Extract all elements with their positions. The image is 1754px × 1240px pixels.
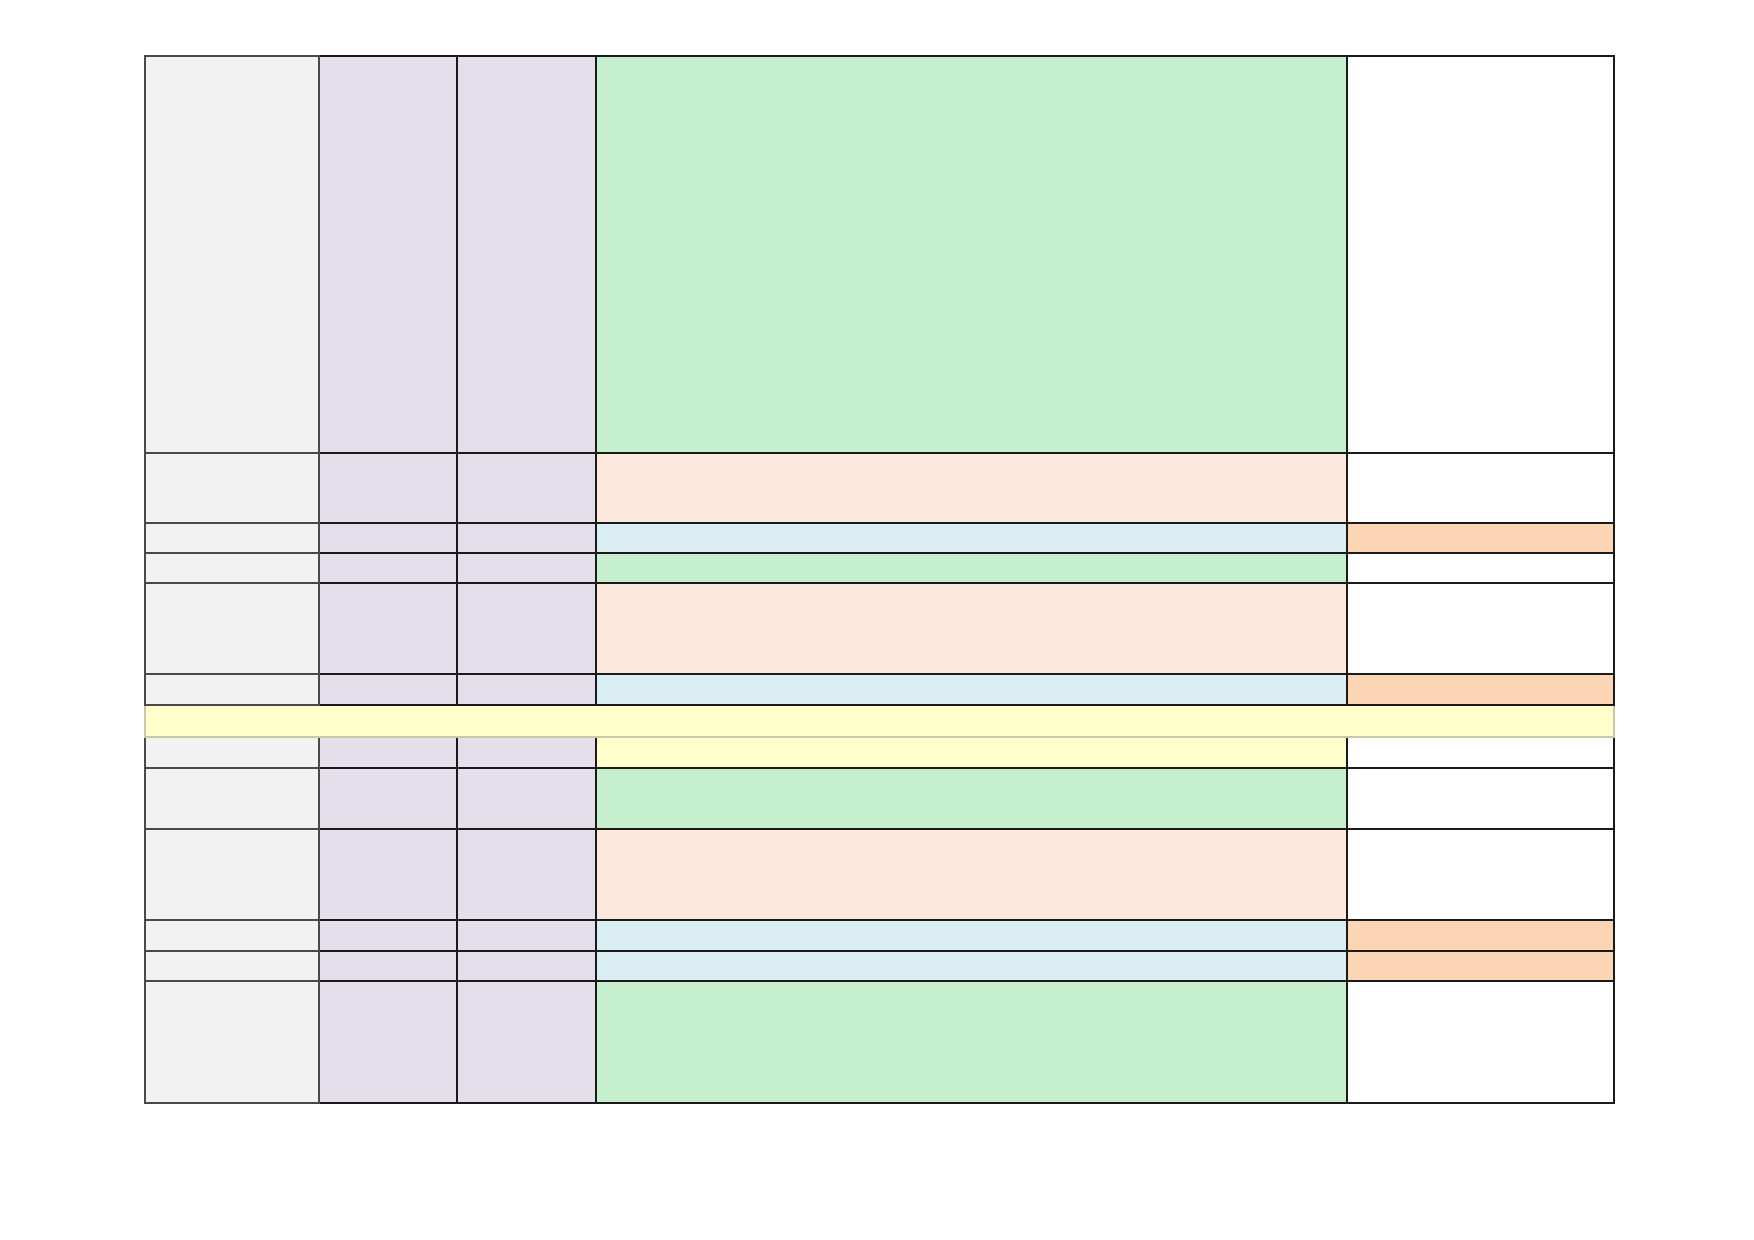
section-cell[interactable]	[144, 704, 1615, 738]
table-cell-col-1[interactable]	[144, 582, 320, 675]
table-cell-col-4[interactable]	[595, 950, 1348, 982]
table-cell-col-3[interactable]	[456, 980, 597, 1104]
table-cell-col-1[interactable]	[144, 55, 320, 454]
table-row	[144, 980, 1615, 1104]
table-cell-col-5[interactable]	[1346, 736, 1615, 769]
table-cell-col-1[interactable]	[144, 452, 320, 524]
table-row	[144, 55, 1615, 454]
table-cell-col-2[interactable]	[318, 919, 458, 952]
table-cell-col-1[interactable]	[144, 522, 320, 554]
table-cell-col-4[interactable]	[595, 55, 1348, 454]
spreadsheet-table	[144, 55, 1615, 1104]
table-cell-col-5[interactable]	[1346, 919, 1615, 952]
table-cell-col-1[interactable]	[144, 828, 320, 921]
table-cell-col-3[interactable]	[456, 55, 597, 454]
table-row	[144, 736, 1615, 769]
table-cell-col-5[interactable]	[1346, 552, 1615, 584]
table-cell-col-4[interactable]	[595, 582, 1348, 675]
table-cell-col-5[interactable]	[1346, 55, 1615, 454]
table-cell-col-4[interactable]	[595, 552, 1348, 584]
table-cell-col-3[interactable]	[456, 950, 597, 982]
table-body	[144, 55, 1615, 1104]
table-cell-col-1[interactable]	[144, 980, 320, 1104]
table-cell-col-2[interactable]	[318, 980, 458, 1104]
table-row	[144, 950, 1615, 982]
table-cell-col-3[interactable]	[456, 452, 597, 524]
table-cell-col-1[interactable]	[144, 767, 320, 830]
table-row	[144, 828, 1615, 921]
table-cell-col-2[interactable]	[318, 552, 458, 584]
table-row	[144, 452, 1615, 524]
table-cell-col-1[interactable]	[144, 673, 320, 706]
table-cell-col-5[interactable]	[1346, 828, 1615, 921]
table-row	[144, 919, 1615, 952]
table-cell-col-4[interactable]	[595, 919, 1348, 952]
table-cell-col-3[interactable]	[456, 522, 597, 554]
table-cell-col-2[interactable]	[318, 55, 458, 454]
table-cell-col-2[interactable]	[318, 767, 458, 830]
table-cell-col-2[interactable]	[318, 828, 458, 921]
section-row	[144, 704, 1615, 738]
table-cell-col-3[interactable]	[456, 552, 597, 584]
table-row	[144, 522, 1615, 554]
table-cell-col-5[interactable]	[1346, 582, 1615, 675]
table-cell-col-5[interactable]	[1346, 980, 1615, 1104]
table-cell-col-3[interactable]	[456, 582, 597, 675]
table-row	[144, 582, 1615, 675]
table-cell-col-4[interactable]	[595, 736, 1348, 769]
table-row	[144, 767, 1615, 830]
table-cell-col-3[interactable]	[456, 919, 597, 952]
table-cell-col-3[interactable]	[456, 828, 597, 921]
table-cell-col-4[interactable]	[595, 452, 1348, 524]
table-cell-col-3[interactable]	[456, 673, 597, 706]
table-cell-col-2[interactable]	[318, 522, 458, 554]
table-cell-col-3[interactable]	[456, 767, 597, 830]
table-row	[144, 673, 1615, 706]
table-cell-col-4[interactable]	[595, 673, 1348, 706]
table-cell-col-1[interactable]	[144, 552, 320, 584]
table-cell-col-2[interactable]	[318, 673, 458, 706]
table-cell-col-2[interactable]	[318, 950, 458, 982]
table-cell-col-5[interactable]	[1346, 452, 1615, 524]
table-cell-col-4[interactable]	[595, 980, 1348, 1104]
table-cell-col-4[interactable]	[595, 767, 1348, 830]
table-cell-col-2[interactable]	[318, 452, 458, 524]
table-cell-col-5[interactable]	[1346, 673, 1615, 706]
table-cell-col-3[interactable]	[456, 736, 597, 769]
table-cell-col-5[interactable]	[1346, 767, 1615, 830]
table-row	[144, 552, 1615, 584]
table-cell-col-2[interactable]	[318, 736, 458, 769]
table-cell-col-1[interactable]	[144, 950, 320, 982]
table-cell-col-1[interactable]	[144, 736, 320, 769]
table-cell-col-2[interactable]	[318, 582, 458, 675]
table-cell-col-4[interactable]	[595, 828, 1348, 921]
table-cell-col-1[interactable]	[144, 919, 320, 952]
table-cell-col-5[interactable]	[1346, 950, 1615, 982]
table-cell-col-4[interactable]	[595, 522, 1348, 554]
table-cell-col-5[interactable]	[1346, 522, 1615, 554]
